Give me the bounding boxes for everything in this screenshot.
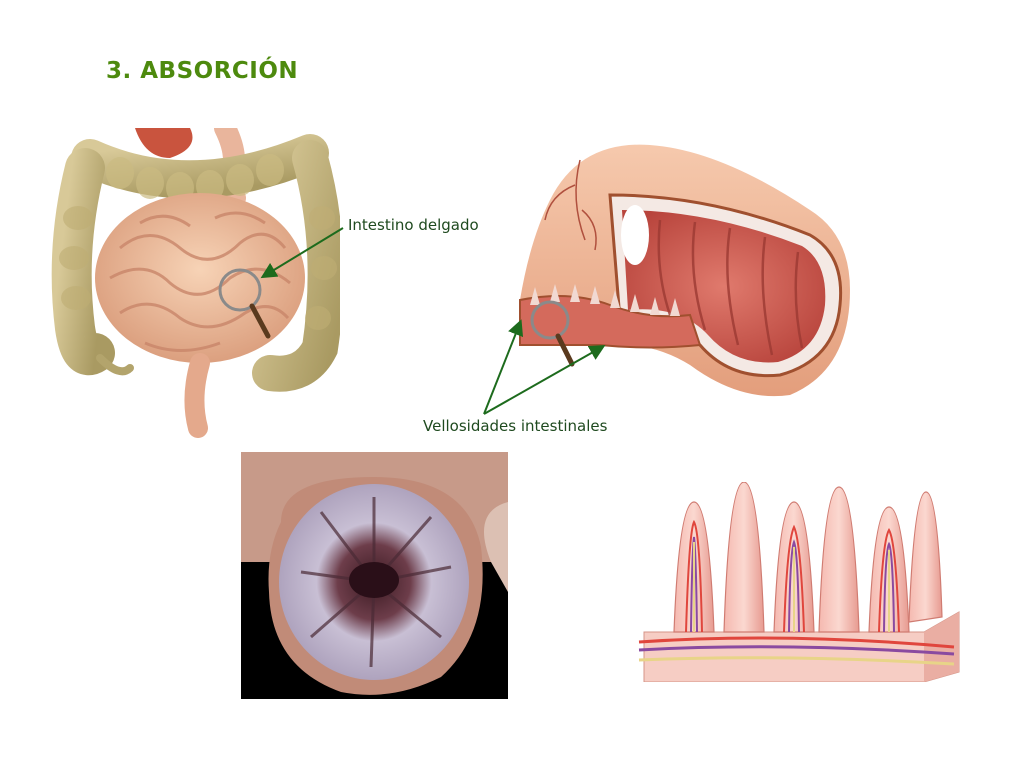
slide-title: 3. ABSORCIÓN (106, 58, 299, 84)
small-intestine-arrow (260, 227, 344, 279)
villi-arrow-left (483, 319, 524, 415)
intestine-micrograph (241, 452, 508, 699)
villi-arrow-right (483, 345, 606, 415)
digestive-tract-illustration (51, 128, 340, 438)
villi-illustration (638, 482, 960, 682)
intestine-section-illustration (519, 144, 850, 397)
villi-label: Vellosidades intestinales (423, 417, 608, 435)
small-intestine-label: Intestino delgado (348, 216, 479, 234)
